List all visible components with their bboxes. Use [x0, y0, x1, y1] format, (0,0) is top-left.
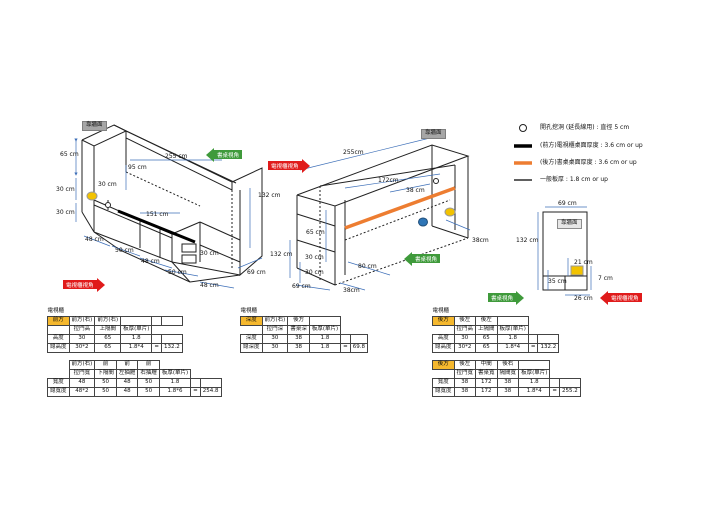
back-height-table: 電視櫃 後方 後左 後左 拉門高 上隔間 板厚(單片) 高度 30 65 1.8… — [432, 308, 560, 353]
tv-cabinet-drawing — [81, 124, 263, 283]
wall-tag: 靠牆面 — [82, 121, 107, 131]
legend-thick-orange-label: (後方)書桌桌面厚度 : 3.6 cm or up — [540, 159, 637, 166]
table-row: 寬度 48 50 48 50 1.8 — [47, 378, 222, 388]
dim-label: 30 cm — [98, 181, 117, 188]
side-yellow-block — [570, 265, 584, 276]
dimension-lines-right — [537, 206, 592, 296]
wall-tag: 靠牆面 — [557, 219, 582, 229]
table-cell: 板厚(單片) — [120, 325, 153, 335]
desk-view-arrow: 書桌視角 — [206, 147, 243, 162]
dimension-lines-mid — [289, 137, 471, 291]
table-row: 總寬度 38 172 38 1.8*4 = 255.2 — [432, 387, 581, 397]
dim-label: 30 cm — [200, 250, 219, 257]
dim-label: 38 cm — [406, 187, 425, 194]
table-row: 總寬度 48*2 50 48 50 1.8*6 = 254.8 — [47, 387, 222, 397]
dimension-lines-left — [74, 138, 263, 289]
dim-label: 255cm — [343, 149, 364, 156]
table-cell: 上隔間 — [94, 325, 122, 335]
side-view-drawing — [542, 211, 588, 291]
dim-label: 38cm — [472, 237, 489, 244]
dim-label: 30 cm — [305, 269, 324, 276]
legend-thin-black-label: 一般板厚 : 1.8 cm or up — [540, 176, 608, 183]
table-header: 前方(右) — [68, 316, 96, 326]
table-cell: 拉門高 — [68, 325, 96, 335]
cable-hole-marker — [444, 207, 456, 217]
table-header: 前 — [137, 360, 160, 370]
dim-label: 69 cm — [247, 269, 266, 276]
table-header: 後左 — [453, 360, 477, 370]
back-width-table: 後方 後左 中間 後右 拉門寬 書桌寬 隔間寬 板厚(單片) 寬度 38 172… — [432, 360, 581, 397]
desk-view-arrow: 書桌視角 — [404, 251, 441, 266]
table-header: 後方 — [432, 360, 455, 370]
dim-label: 255 cm — [165, 153, 188, 160]
dim-label: 50 cm — [115, 247, 134, 254]
table-header: 後方 — [287, 316, 310, 326]
dim-label: 80 cm — [358, 263, 377, 270]
tv-view-arrow: 電視櫃視角 — [63, 277, 105, 292]
wall-tag: 靠牆面 — [421, 129, 446, 139]
tv-width-table: 前方(右) 前 前 前 拉門寬 下隔間 左抽屜 右抽屜 板厚(單片) 寬度 48… — [47, 360, 222, 397]
table-header: 前 — [115, 360, 139, 370]
dim-label: 38cm — [343, 287, 360, 294]
dim-label: 151 cm — [146, 211, 169, 218]
legend-circle-icon — [519, 124, 527, 132]
table-row: 總高度 30*2 65 1.8*4 = 132.2 — [47, 343, 183, 353]
table-header: 後方 — [432, 316, 455, 326]
dim-label: 69 cm — [558, 200, 577, 207]
table-row: 總深度 30 38 1.8 = 69.8 — [240, 343, 368, 353]
cable-hole-marker — [418, 217, 428, 227]
dim-label: 132 cm — [270, 251, 293, 258]
dim-label: 30 cm — [305, 254, 324, 261]
tv-depth-table: 電視櫃 深度 前方(右) 後方 拉門深 書桌深 板厚(單片) 深度 30 38 … — [240, 308, 368, 353]
desk-view-arrow: 書桌視角 — [488, 290, 525, 305]
table-row: 總高度 30*2 65 1.8*4 = 132.2 — [432, 343, 560, 353]
dim-label: 30 cm — [56, 186, 75, 193]
table-row: 高度 30 65 1.8 — [432, 334, 560, 344]
table-header: 後左 — [453, 316, 477, 326]
table-header: 前方(右) — [94, 316, 122, 326]
cable-hole-marker — [105, 202, 111, 208]
table-title: 電視櫃 — [432, 308, 450, 315]
tv-view-arrow: 電視櫃視角 — [268, 158, 310, 173]
dim-label: 95 cm — [128, 164, 147, 171]
dim-label: 65 cm — [60, 151, 79, 158]
table-header: 前方 — [47, 316, 70, 326]
dim-label: 26 cm — [574, 295, 593, 302]
table-header: 前方(右) — [68, 360, 96, 370]
table-row: 高度 30 65 1.8 — [47, 334, 183, 344]
legend-circle-label: 開孔挖洞 (延長線用) : 直徑 5 cm — [540, 124, 630, 131]
table-header: 中間 — [475, 360, 498, 370]
cable-hole-marker — [433, 178, 439, 184]
table-row: 深度 30 38 1.8 — [240, 334, 368, 344]
table-header: 深度 — [240, 316, 263, 326]
dim-label: 35 cm — [548, 278, 567, 285]
dim-label: 48 cm — [200, 282, 219, 289]
dim-label: 7 cm — [598, 275, 613, 282]
table-title: 電視櫃 — [47, 308, 65, 315]
dim-label: 50 cm — [168, 269, 187, 276]
cable-hole-marker — [86, 191, 98, 201]
legend-thick-black-label: (前方)電視櫃桌面厚度 : 3.6 cm or up — [540, 142, 643, 149]
table-header: 後左 — [475, 316, 498, 326]
dim-label: 65 cm — [306, 229, 325, 236]
table-title: 電視櫃 — [240, 308, 258, 315]
tv-height-table: 電視櫃 前方 前方(右) 前方(右) 拉門高 上隔間 板厚(單片) 高度 30 … — [47, 308, 183, 353]
desk-drawing — [296, 144, 470, 286]
dim-label: 172cm — [378, 177, 399, 184]
dim-label: 48 cm — [141, 258, 160, 265]
dim-label: 21 cm — [574, 259, 593, 266]
table-header: 後右 — [496, 360, 520, 370]
table-header: 前方(右) — [261, 316, 289, 326]
table-row: 寬度 38 172 38 1.8 — [432, 378, 581, 388]
dim-label: 132 cm — [516, 237, 539, 244]
dim-label: 30 cm — [56, 209, 75, 216]
dim-label: 132 cm — [258, 192, 281, 199]
desk-surface-orange — [344, 186, 456, 230]
dim-label: 69 cm — [292, 283, 311, 290]
tv-view-arrow: 電視櫃視角 — [600, 290, 642, 305]
dim-label: 48 cm — [85, 236, 104, 243]
table-header: 前 — [94, 360, 117, 370]
